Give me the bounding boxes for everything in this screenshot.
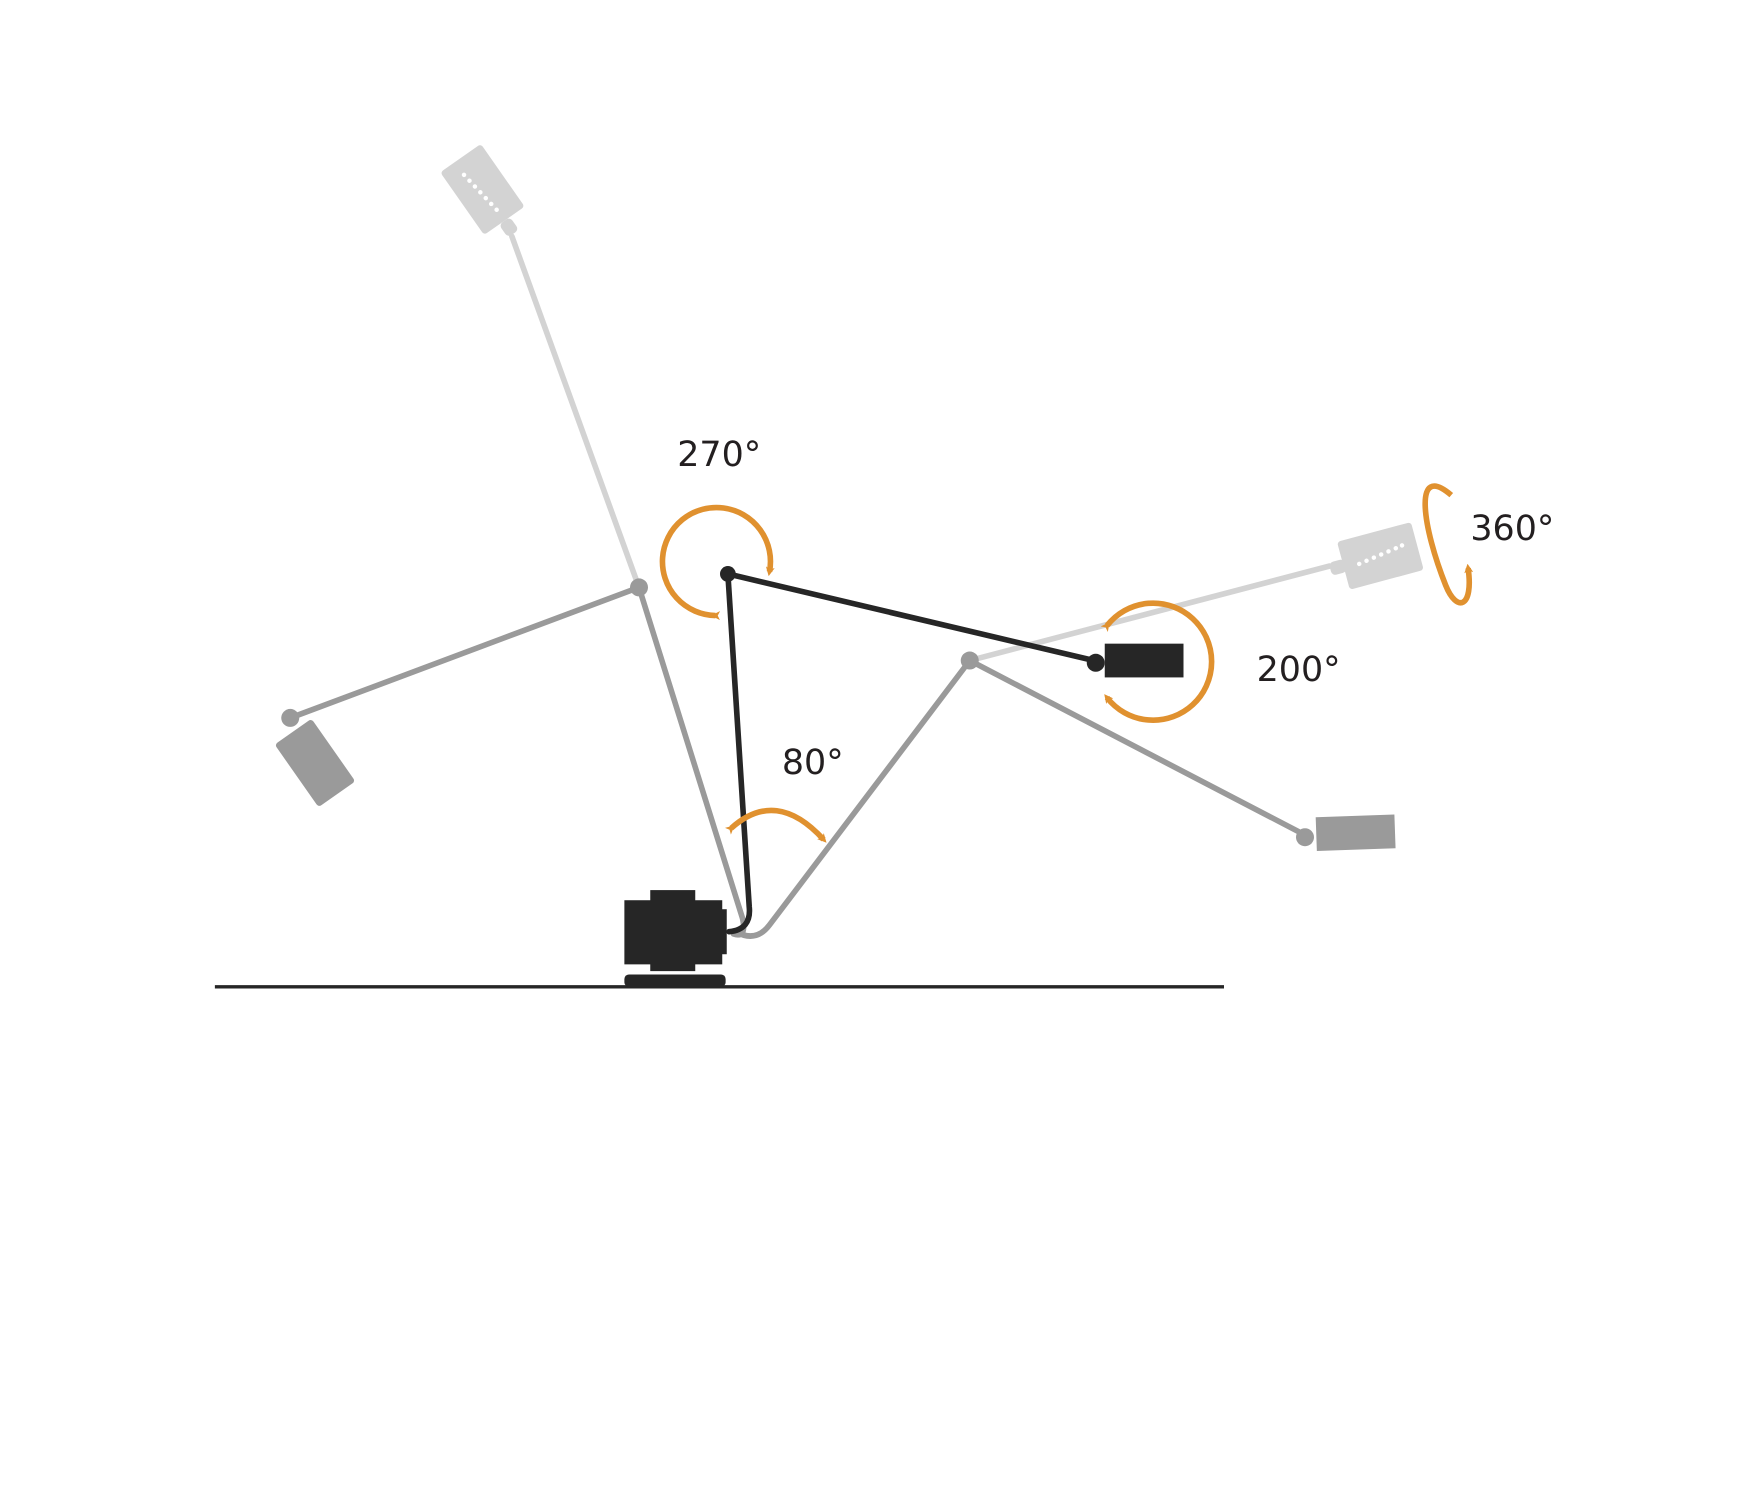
ghost-lower-arm-left bbox=[636, 584, 747, 938]
lamp-ghost-mid bbox=[287, 584, 1308, 939]
active-lamp-head bbox=[1104, 643, 1184, 678]
lamp-base bbox=[624, 890, 727, 987]
rotation-arrows bbox=[659, 483, 1474, 843]
shoulder-angle-label: 270° bbox=[677, 435, 761, 475]
head-swivel-angle-label: 360° bbox=[1470, 509, 1554, 549]
ghost-head-joint-down bbox=[1296, 828, 1314, 847]
active-upper-arm bbox=[725, 571, 1092, 663]
lamp-active bbox=[725, 571, 1092, 935]
ghost-lamp-head-left bbox=[275, 720, 355, 806]
ghost-head-joint-left bbox=[281, 708, 300, 727]
active-shoulder-joint bbox=[720, 566, 736, 582]
ghost-upper-arm-left bbox=[287, 584, 642, 721]
head-swivel-arrow bbox=[1422, 483, 1474, 606]
ghost-joint-right bbox=[960, 651, 979, 670]
ghost-upper-arm-vertical bbox=[509, 233, 642, 591]
ghost-lamp-head-top bbox=[441, 145, 524, 236]
lamp-ghost-light bbox=[509, 233, 1333, 664]
head-angle-label: 200° bbox=[1257, 650, 1341, 690]
base-rotation-arrow bbox=[724, 807, 827, 843]
head-rotation-arrow bbox=[1100, 600, 1215, 723]
active-lower-arm bbox=[725, 571, 753, 935]
active-head-joint bbox=[1086, 653, 1105, 672]
ghost-joint-left bbox=[630, 578, 648, 597]
ghost-lower-arm-right bbox=[732, 657, 973, 939]
ghost-lamp-head-right bbox=[1329, 522, 1423, 589]
base-angle-label: 80° bbox=[782, 743, 844, 783]
ghost-upper-arm-down bbox=[966, 657, 1308, 838]
ghost-lamp-head-down bbox=[1315, 814, 1396, 851]
shoulder-rotation-arrow bbox=[659, 504, 775, 621]
